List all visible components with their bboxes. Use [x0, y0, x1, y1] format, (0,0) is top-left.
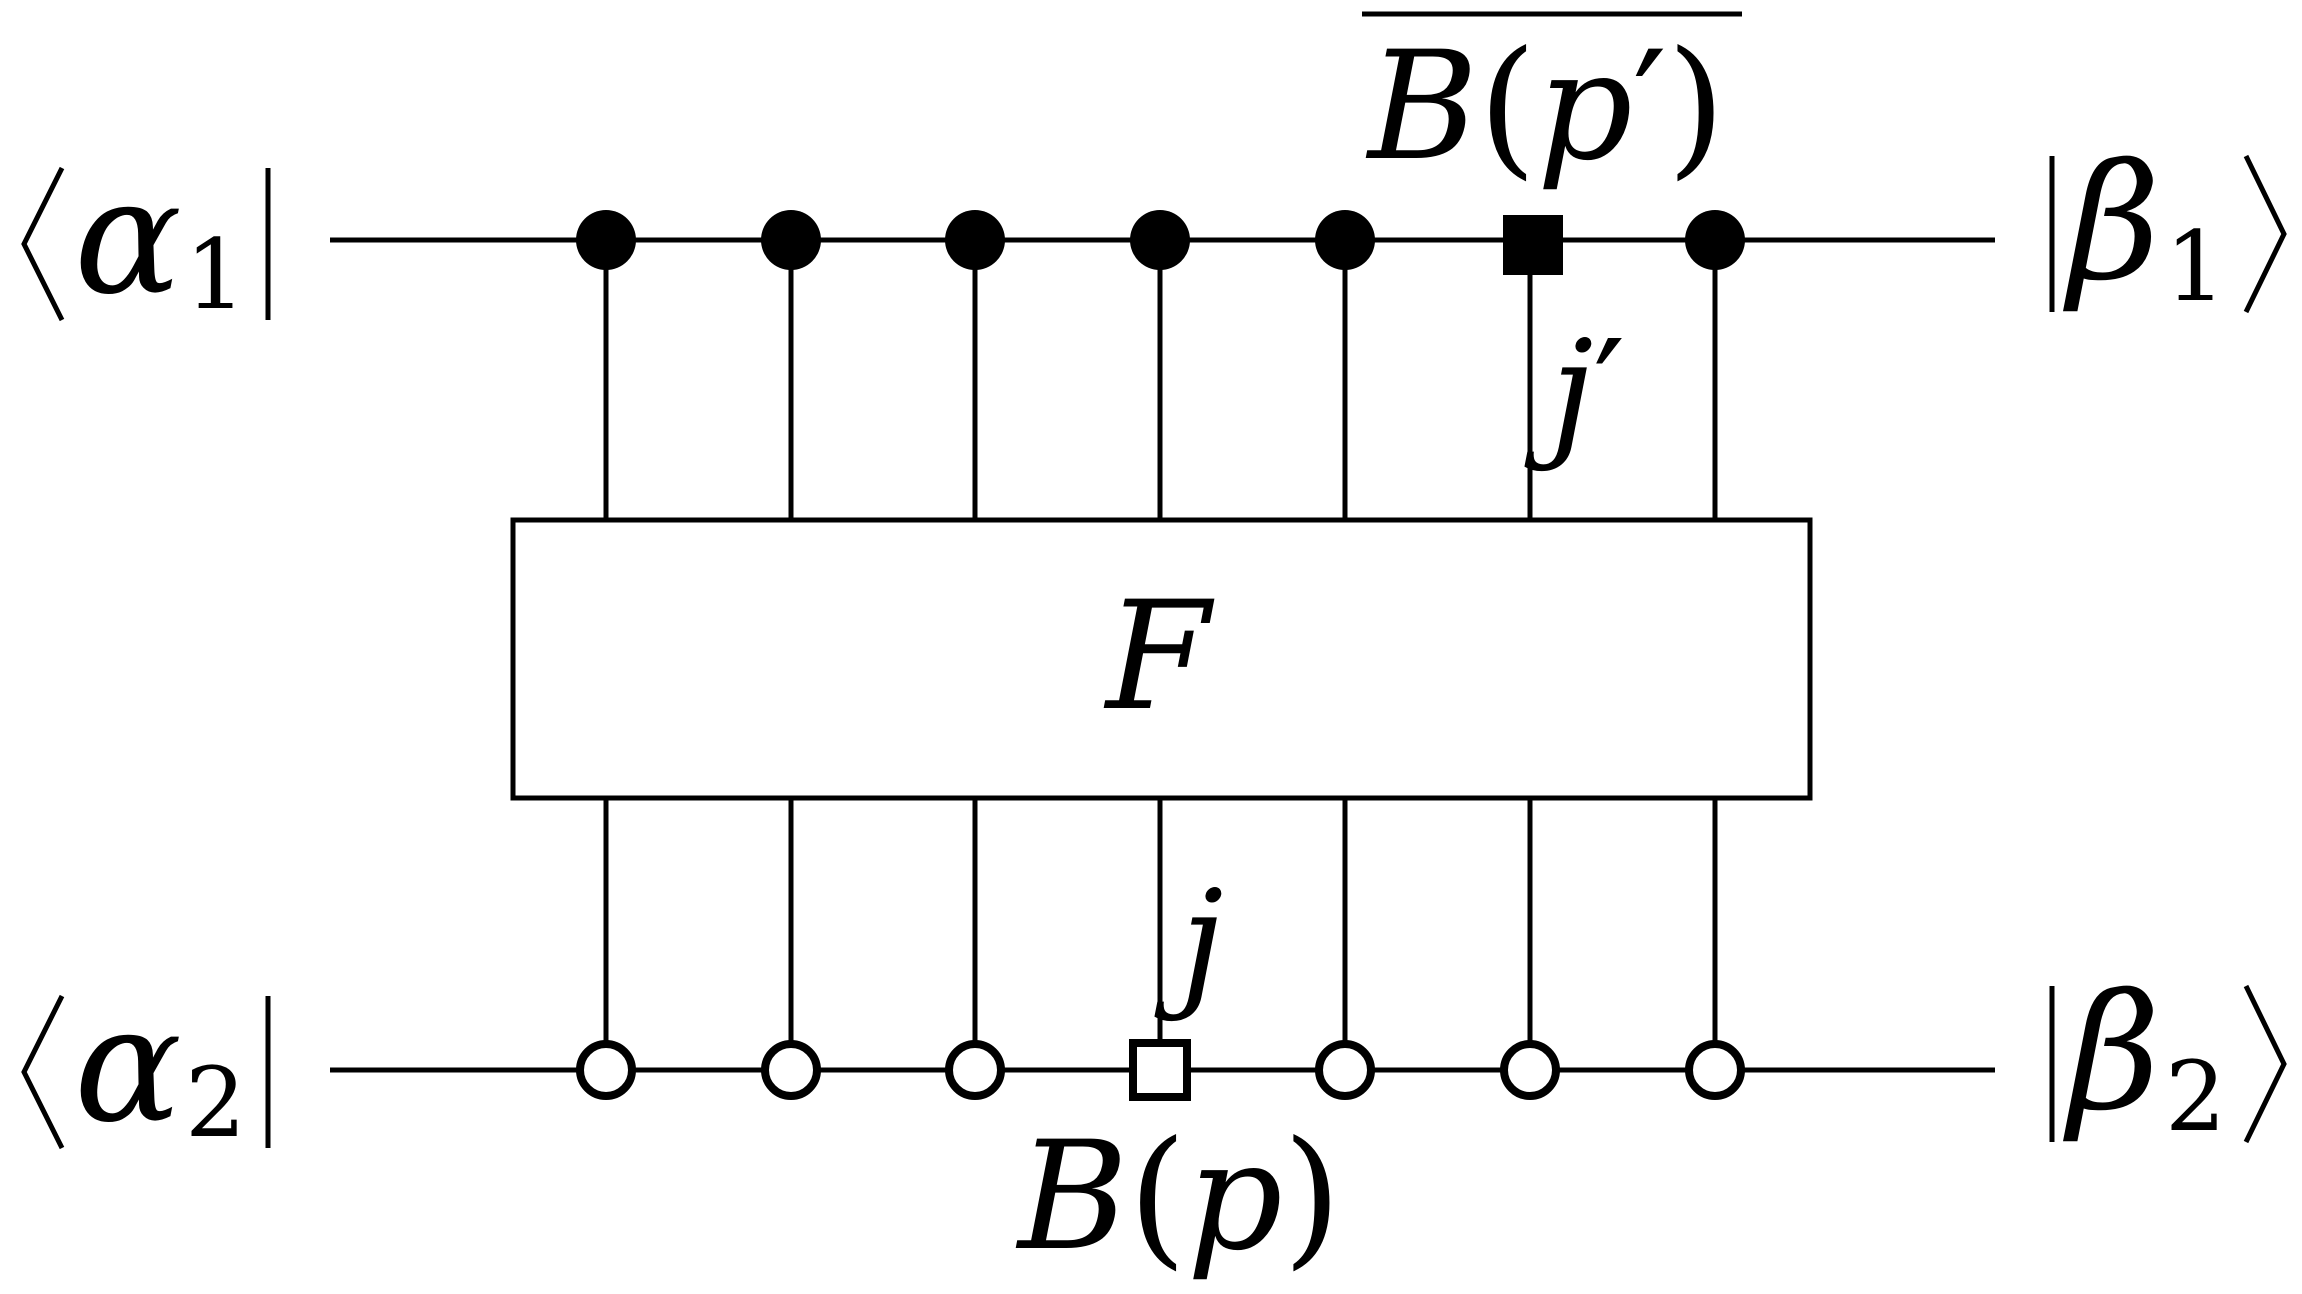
bottom-legs: [603, 798, 1718, 1070]
ket-beta-2: β 2: [2049, 959, 2287, 1153]
ket-beta-2-index: 2: [2165, 1041, 2226, 1153]
operator-box: [510, 517, 1813, 801]
ket-beta-1-index: 1: [2165, 211, 2226, 323]
bra-alpha-2: α 2: [21, 971, 271, 1159]
left-angle-bracket: [21, 166, 65, 322]
top-filled-node: [945, 210, 1005, 270]
bottom-open-node: [761, 1040, 821, 1100]
bottom-operator-label: B(p): [1015, 1110, 1341, 1284]
left-angle-bracket: [21, 994, 65, 1150]
top-filled-node: [1685, 210, 1745, 270]
bottom-open-node: [1685, 1040, 1745, 1100]
right-angle-bracket: [2243, 984, 2287, 1144]
bottom-markers: [576, 1039, 1745, 1101]
operator-box-label: F: [1103, 570, 1215, 744]
bottom-open-node: [945, 1040, 1005, 1100]
bra-alpha-1-symbol: α: [74, 143, 182, 330]
bra-alpha-2-symbol: α: [74, 971, 182, 1158]
top-filled-node: [1315, 210, 1375, 270]
top-filled-node: [761, 210, 821, 270]
top-filled-node: [1130, 210, 1190, 270]
bottom-open-square-node: [1129, 1039, 1191, 1101]
ket-beta-1-symbol: β: [2063, 129, 2161, 316]
bottom-open-node: [1315, 1040, 1375, 1100]
bra-alpha-1: α 1: [21, 143, 271, 331]
top-leg-index: j′: [1524, 311, 1625, 474]
ket-beta-2-symbol: β: [2063, 959, 2161, 1146]
bottom-open-node: [1500, 1040, 1560, 1100]
bottom-open-node: [576, 1040, 636, 1100]
top-markers: [576, 210, 1745, 275]
right-angle-bracket: [2243, 154, 2287, 314]
bra-alpha-1-index: 1: [185, 219, 246, 331]
top-filled-node: [576, 210, 636, 270]
ket-beta-1: β 1: [2049, 129, 2287, 323]
bra-alpha-2-index: 2: [185, 1047, 246, 1159]
bottom-leg-index: j: [1154, 861, 1223, 1024]
top-operator-text: B(p′): [1365, 20, 1725, 194]
top-legs: [603, 240, 1718, 520]
top-operator-label: B(p′): [1362, 11, 1742, 194]
top-filled-square-node: [1503, 215, 1563, 275]
